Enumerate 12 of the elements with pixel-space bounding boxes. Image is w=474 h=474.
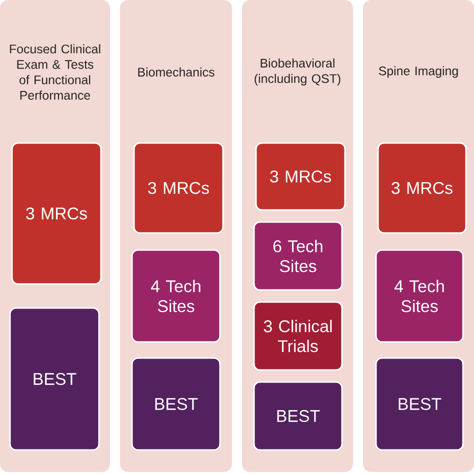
tile: BEST xyxy=(375,357,464,451)
tile: 3 MRCs xyxy=(11,142,102,285)
tile: 3 MRCs xyxy=(133,142,224,234)
tile: BEST xyxy=(131,357,221,451)
tile: 6 Tech Sites xyxy=(253,221,343,291)
tile: 3 MRCs xyxy=(377,142,467,234)
tile: 3 MRCs xyxy=(255,142,346,211)
tile: BEST xyxy=(253,381,343,451)
tile: 3 Clinical Trials xyxy=(253,301,343,371)
tile: 4 Tech Sites xyxy=(131,249,221,343)
tile: BEST xyxy=(9,307,100,451)
tile: 4 Tech Sites xyxy=(375,249,464,343)
